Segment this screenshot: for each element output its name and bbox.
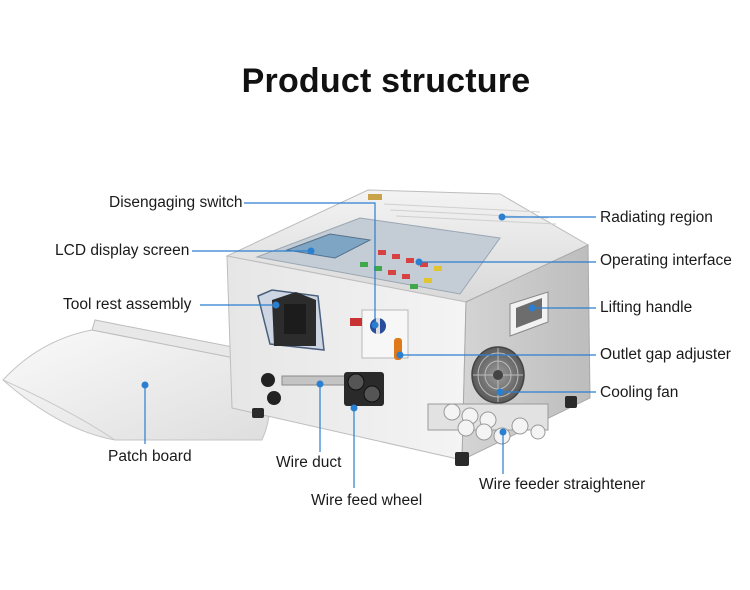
label-operating-interface: Operating interface (600, 252, 732, 269)
wire-feed-wheel-shape (344, 372, 384, 406)
panel-buttons (360, 250, 442, 289)
lifting-handle-shape (509, 291, 549, 337)
tool-rest-block (272, 292, 316, 346)
page-title: Product structure (241, 62, 531, 100)
label-wire-feed-wheel: Wire feed wheel (311, 492, 423, 509)
label-disengaging-switch: Disengaging switch (109, 194, 243, 211)
machine-feet (252, 396, 577, 466)
label-wire-feeder-straightener: Wire feeder straightener (479, 476, 646, 493)
label-radiating-region: Radiating region (600, 209, 713, 226)
callout-dots (141, 213, 536, 436)
label-patch-board: Patch board (108, 448, 192, 465)
label-cooling-fan: Cooling fan (600, 384, 679, 401)
label-wire-duct: Wire duct (276, 454, 342, 471)
label-outlet-gap-adjuster: Outlet gap adjuster (600, 346, 731, 363)
straightener-rollers (427, 403, 549, 445)
cooling-fan-shape (471, 346, 525, 404)
control-panel (255, 217, 501, 295)
label-lcd-display-screen: LCD display screen (55, 242, 190, 259)
callout-disengaging-switch (244, 202, 376, 325)
callout-lines (144, 202, 596, 488)
label-tool-rest-assembly: Tool rest assembly (63, 296, 192, 313)
label-lifting-handle: Lifting handle (600, 299, 693, 316)
